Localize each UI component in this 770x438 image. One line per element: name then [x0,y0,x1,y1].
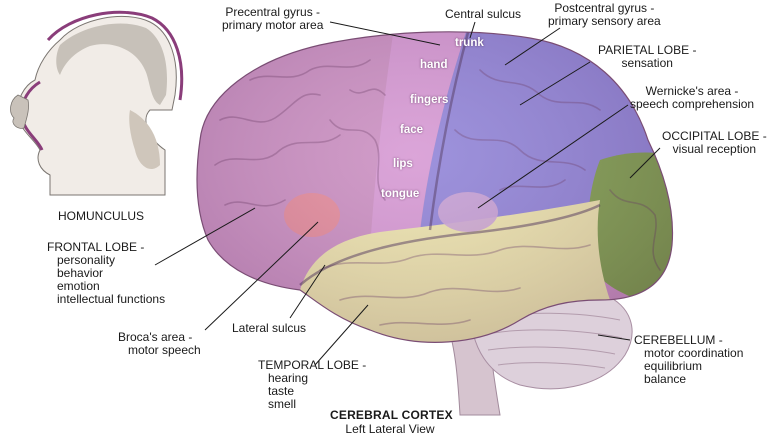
label-central-sulcus: Central sulcus [445,7,522,21]
area-face: face [400,124,424,136]
label-lateral-sulcus: Lateral sulcus [232,321,307,335]
homunculus-label: HOMUNCULUS [58,209,145,223]
leader-occipital [629,147,661,179]
area-lips: lips [393,158,413,170]
label-brocas-area: Broca's area - motor speech [118,330,201,357]
label-wernickes-area: Wernicke's area - speech comprehension [630,84,755,111]
homunculus-face [10,94,29,129]
area-fingers: fingers [410,94,449,106]
figure-caption: CEREBRAL CORTEX Left Lateral View [330,408,453,436]
leader-frontal [154,207,256,266]
label-parietal-lobe: PARIETAL LOBE - sensation [598,43,697,70]
label-occipital-lobe: OCCIPITAL LOBE - visual reception [662,129,767,156]
area-trunk: trunk [455,37,484,49]
homunculus-ventricle [129,110,160,170]
leader-lines [154,21,661,366]
leader-parietal [519,61,591,106]
leader-lateral-sulcus [289,264,326,319]
area-tongue: tongue [381,188,420,200]
label-temporal-lobe: TEMPORAL LOBE - hearing taste smell [258,358,367,411]
cerebrum-outline [196,31,674,343]
label-postcentral-gyrus: Postcentral gyrus - primary sensory area [548,1,661,28]
area-hand: hand [420,59,448,71]
leader-central-sulcus [469,21,476,39]
leader-postcentral [504,27,561,66]
leader-broca [204,221,319,331]
label-cerebellum: CEREBELLUM - motor coordination equilibr… [634,333,744,386]
homunculus-figure [10,10,184,196]
leader-wernicke [477,104,629,209]
homunculus-gray-band [56,23,168,105]
caption-subtitle: Left Lateral View [345,422,435,436]
caption-title: CEREBRAL CORTEX [330,408,453,422]
leader-precentral [329,21,441,46]
leader-temporal [314,304,369,366]
label-frontal-lobe: FRONTAL LOBE - personality behavior emot… [47,240,166,306]
label-precentral-gyrus: Precentral gyrus - primary motor area [222,5,324,32]
cerebrum [196,31,673,343]
leader-cerebellum [597,334,631,341]
